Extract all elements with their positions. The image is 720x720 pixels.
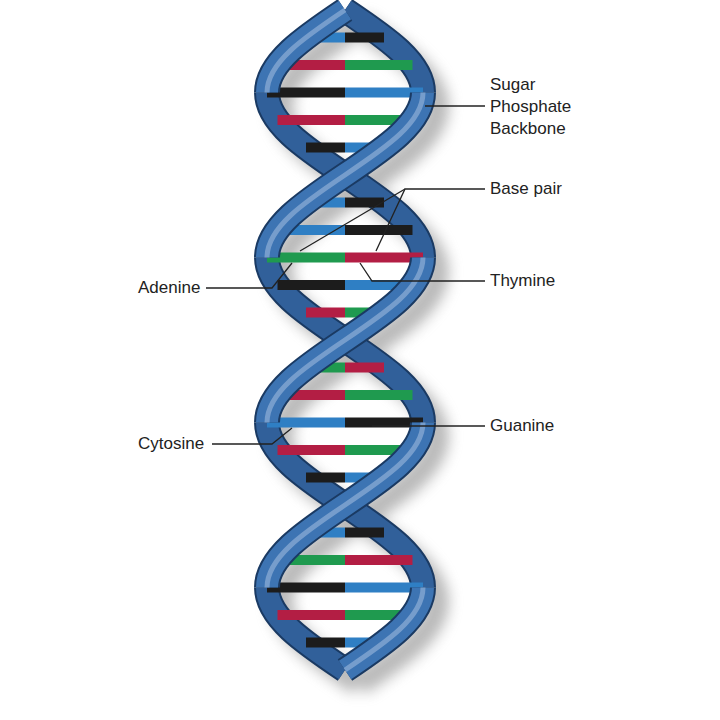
leader-line	[372, 425, 485, 426]
backbone-segment	[345, 588, 423, 671]
base-bar	[306, 308, 345, 318]
base-bar	[345, 363, 384, 373]
backbone-segment	[267, 258, 423, 423]
base-bar	[345, 33, 384, 43]
backbone-segment	[267, 258, 423, 423]
leader-line	[360, 263, 485, 281]
backbone-segment	[267, 258, 423, 423]
backbone-back	[267, 10, 423, 670]
base-bar	[345, 60, 413, 70]
base-bar	[345, 225, 413, 235]
backbone-segment	[267, 423, 423, 588]
base-bar	[345, 555, 413, 565]
backbone-segment	[267, 93, 423, 258]
leader-lines	[206, 106, 485, 444]
part-label: Cytosine	[138, 433, 204, 455]
base-bar	[306, 473, 345, 483]
leader-line	[425, 105, 485, 106]
part-label: Guanine	[490, 415, 554, 437]
backbone-segment	[267, 423, 423, 588]
base-bar	[345, 198, 384, 208]
backbone-segment	[345, 10, 423, 93]
leader-line	[212, 428, 292, 444]
base-bar	[306, 143, 345, 153]
backbone-segment	[345, 588, 423, 671]
backbone-outline	[267, 10, 423, 670]
backbone-segment	[267, 93, 423, 258]
backbone-segment	[345, 10, 423, 93]
backbone-segment	[267, 10, 345, 93]
leader-line	[206, 263, 292, 288]
backbone-segment	[267, 588, 345, 671]
backbone-segment	[267, 423, 423, 588]
base-bar	[278, 610, 346, 620]
backbone-segment	[267, 93, 423, 258]
base-bar	[345, 390, 413, 400]
backbone-segment	[267, 10, 345, 93]
part-label: Adenine	[138, 277, 200, 299]
backbone-segment	[345, 588, 423, 671]
backbone-fill	[267, 10, 423, 670]
part-label: Base pair	[490, 178, 562, 200]
part-label: Thymine	[490, 270, 555, 292]
base-bar	[278, 280, 346, 290]
base-pairs	[267, 38, 423, 643]
backbone-segment	[267, 588, 345, 671]
backbone-segment	[267, 93, 423, 258]
backbone-segment	[267, 423, 423, 588]
backbone-segment	[267, 258, 423, 423]
backbone-highlight	[267, 10, 423, 670]
base-bar	[278, 115, 346, 125]
leader-line	[300, 189, 405, 251]
leader-line	[376, 189, 485, 251]
base-bar	[306, 638, 345, 648]
base-bar	[278, 445, 346, 455]
part-label: Sugar Phosphate Backbone	[490, 74, 571, 140]
backbone-fill	[267, 10, 423, 670]
backbone-outline	[267, 10, 423, 670]
backbone-segment	[267, 10, 345, 93]
backbone-front	[267, 10, 423, 670]
base-bar	[345, 528, 384, 538]
backbone-segment	[267, 258, 423, 423]
backbone-segment	[267, 423, 423, 588]
backbone-segment	[267, 93, 423, 258]
